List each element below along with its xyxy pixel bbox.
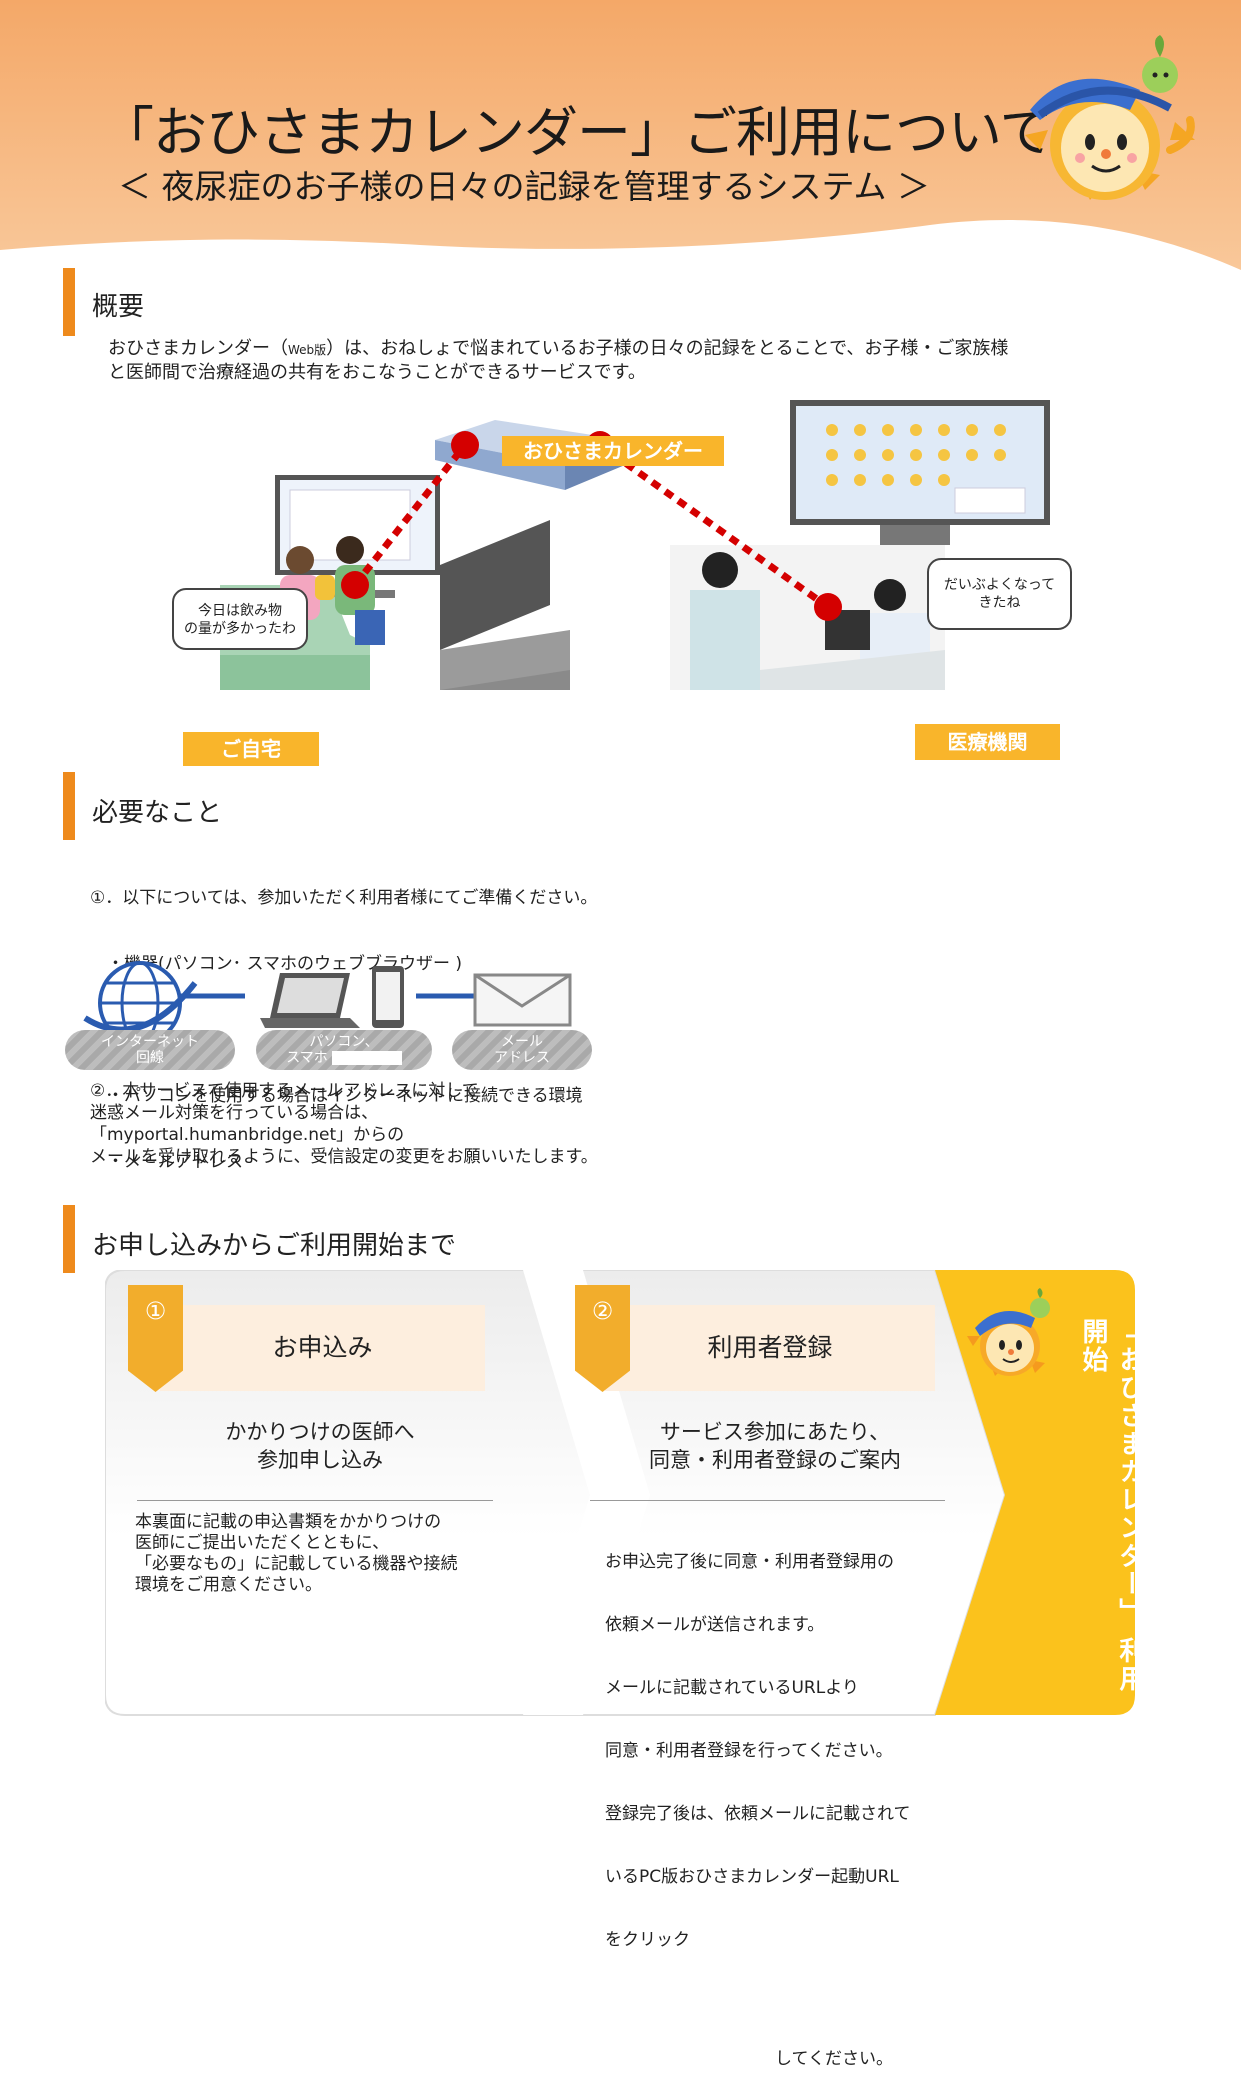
header-background [0,0,1241,270]
step2-desc-line: 同意・利用者登録を行ってください。 [605,1741,893,1761]
page-subtitle: ＜ 夜尿症のお子様の日々の記録を管理するシステム ＞ [118,167,930,206]
step2-main: サービス参加にあたり、 同意・利用者登録のご案内 [595,1418,955,1474]
step1-main-line: かかりつけの医師へ [225,1420,415,1444]
step2-main-line: サービス参加にあたり、 [659,1420,891,1444]
step2-desc-line: 依頼メールが送信されます。 [605,1615,825,1635]
speech-bubble-doctor: だいぶよくなって きたね [927,558,1072,630]
page-title: 「おひさまカレンダー」ご利用について [100,101,1053,164]
final-step-label: 「おひさまカレンダー」 利用開始 [1078,1318,1145,1694]
pill-device: パソコン、 スマホ [256,1030,432,1070]
step1-divider [137,1500,493,1501]
speech-bubble-home: 今日は飲み物 の量が多かったわ [172,588,308,650]
step1-desc-line: 本裏面に記載の申込書類をかかりつけの [135,1512,442,1532]
step2-desc-line: 登録完了後は、依頼メールに記載されて [605,1804,911,1824]
home-label: ご自宅 [183,732,319,766]
requirements-line: ①．以下については、参加いただく利用者様にてご準備ください。 [90,888,598,908]
requirements-note-line: 「myportal.humanbridge.net」からの [90,1125,405,1145]
step1-number: ① [128,1285,183,1392]
step2-desc-line: をクリック [605,1930,690,1950]
service-label: おひさまカレンダー [502,436,724,466]
sun-mascot-small [967,1288,1050,1376]
overview-line-2: と医師間で治療経過の共有をおこなうことができるサービスです。 [108,362,646,383]
requirements-line: ・パソコンを使用する場合はインターネットに接続できる環境 [90,1086,583,1106]
requirements-note-line: メールを受け取れるように、受信設定の変更をお願いいたします。 [90,1147,598,1167]
pill-mail-line-1: メール [501,1034,543,1050]
step1-main: かかりつけの医師へ 参加申し込み [140,1418,500,1474]
section-title-requirements: 必要なこと [92,798,223,828]
pill-device-mask [331,1051,402,1065]
pill-internet-line-2: 回線 [136,1050,164,1066]
requirements-note-line: ②．本サービスで使用するメールアドレスに対して [90,1081,479,1101]
bubble-doctor-line-2: きたね [978,595,1021,611]
step2-number: ② [575,1285,630,1392]
step1-desc-line: 環境をご用意ください。 [135,1575,322,1595]
overview-web-label: Web版 [288,343,327,357]
step2-desc-line: いるPC版おひさまカレンダー起動URL [605,1867,899,1887]
pill-internet: インターネット 回線 [65,1030,235,1070]
pill-internet-line-1: インターネット [101,1034,199,1050]
requirements-icons [83,961,572,1045]
step2-desc-spacer [605,1993,911,2007]
requirements-note-line: 迷惑メール対策を行っている場合は、 [90,1103,379,1123]
section-title-flow: お申し込みからご利用開始まで [92,1231,457,1261]
step2-desc-line: してください。 [605,2049,893,2069]
bubble-home-line-2: の量が多かったわ [184,621,296,637]
bubble-doctor-line-1: だいぶよくなって [943,577,1056,593]
section-bar-overview [63,268,75,336]
pill-device-line-2: スマホ [256,1050,432,1066]
pill-device-text: スマホ [286,1050,328,1066]
step2-description: お申込完了後に同意・利用者登録用の 依頼メールが送信されます。 メールに記載され… [605,1510,911,2091]
step1-main-line: 参加申し込み [257,1448,383,1472]
clinic-label: 医療機関 [915,724,1060,760]
step2-main-line: 同意・利用者登録のご案内 [649,1448,901,1472]
step1-desc-line: 医師にご提出いただくとともに、 [135,1533,390,1553]
overview-text-a: おひさまカレンダー（ [108,338,288,359]
overview-text-b: ）は、おねしょで悩まれているお子様の日々の記録をとることで、お子様・ご家族様 [326,338,1009,359]
step1-title: お申込み [160,1305,485,1391]
bubble-home-line-1: 今日は飲み物 [198,603,282,619]
step1-description: 本裏面に記載の申込書類をかかりつけの 医師にご提出いただくとともに、 「必要なも… [135,1512,458,1596]
step2-divider [590,1500,945,1501]
pill-mail: メール アドレス [452,1030,592,1070]
step2-desc-line: メールに記載されているURLより [605,1678,859,1698]
step2-title: 利用者登録 [605,1305,935,1391]
overview-line-1: おひさまカレンダー（Web版）は、おねしょで悩まれているお子様の日々の記録をとる… [108,337,1008,362]
section-title-overview: 概要 [92,292,145,322]
pill-mail-line-2: アドレス [494,1050,550,1066]
section-bar-requirements [63,772,75,840]
system-illustration [220,400,1050,690]
section-bar-flow [63,1205,75,1273]
step1-desc-line: 「必要なもの」に記載している機器や接続 [135,1554,458,1574]
sun-mascot-logo [1025,35,1195,200]
requirements-note: ②．本サービスで使用するメールアドレスに対して 迷惑メール対策を行っている場合は… [90,1080,598,1168]
step2-desc-line: お申込完了後に同意・利用者登録用の [605,1552,894,1572]
pill-device-line-1: パソコン、 [309,1034,379,1050]
requirements-line: ・メールアドレス [90,1152,243,1172]
